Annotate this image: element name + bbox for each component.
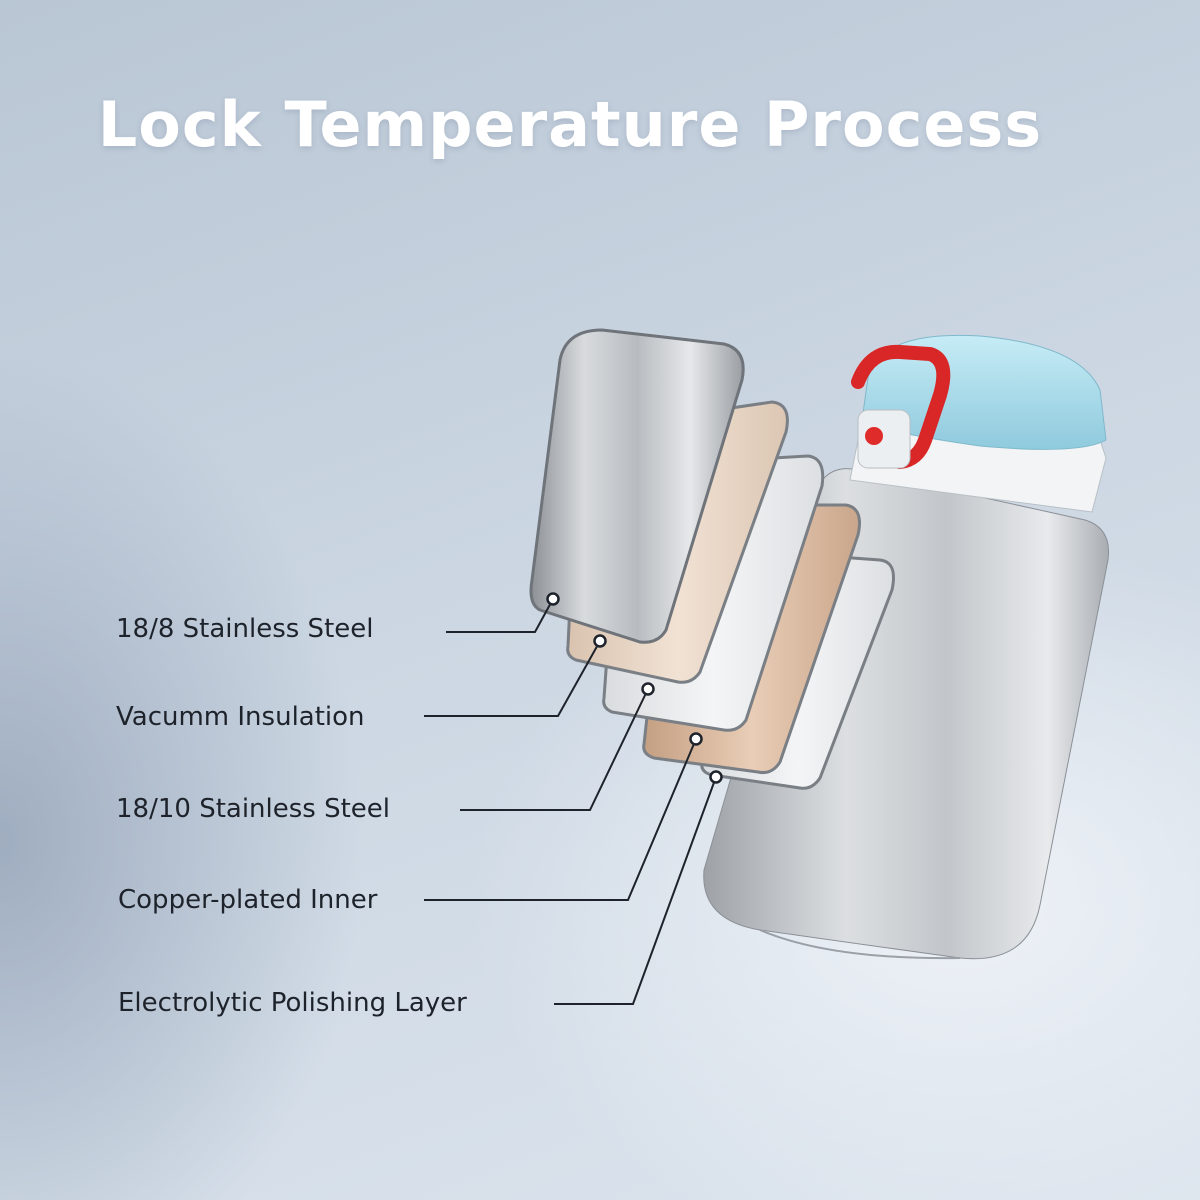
layer-18-8-stainless-steel [529,328,745,644]
leader-line-1 [446,598,554,633]
label-copper-plated-inner: Copper-plated Inner [118,885,378,915]
leader-dot-3 [641,682,655,696]
leader-line-2 [424,640,601,717]
leader-dot-2 [593,634,607,648]
leader-lines [424,598,717,1005]
leader-line-4 [424,738,697,901]
page-title: Lock Temperature Process [97,88,1043,161]
lock-clip-icon [851,344,951,470]
leader-line-3 [460,688,649,811]
label-electrolytic-polishing-layer: Electrolytic Polishing Layer [118,988,467,1018]
label-18-8-stainless-steel: 18/8 Stainless Steel [116,614,374,644]
leader-dots [546,592,723,784]
bottle-lid [849,334,1107,513]
leader-line-5 [554,776,717,1005]
label-vacuum-insulation: Vacumm Insulation [116,702,365,732]
leader-dot-4 [689,732,703,746]
leader-dot-5 [709,770,723,784]
label-18-10-stainless-steel: 18/10 Stainless Steel [116,794,391,824]
leader-dot-1 [546,592,560,606]
